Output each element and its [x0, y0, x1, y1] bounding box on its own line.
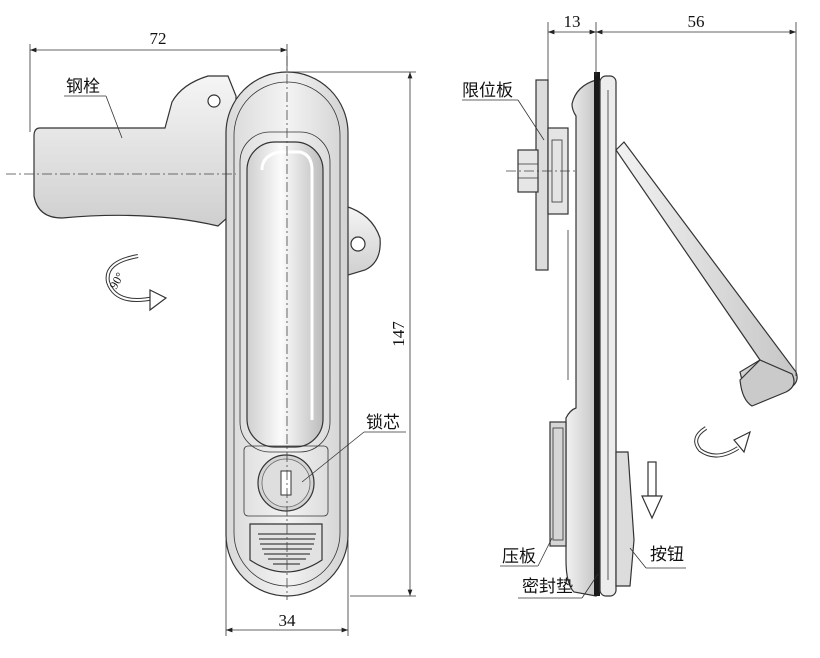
dim-72-label: 72	[150, 29, 167, 48]
button-side	[615, 451, 635, 587]
rotation-arrow: 90°	[105, 254, 168, 312]
dim-13: 13	[547, 12, 597, 130]
lock-area	[243, 445, 329, 517]
housing-side	[565, 79, 597, 597]
label-button: 按钮	[629, 545, 686, 569]
handle-arm	[615, 141, 798, 401]
dim-34: 34	[225, 540, 349, 636]
bolt-hole	[207, 94, 221, 108]
button-label: 按钮	[650, 545, 684, 565]
push-arrow	[641, 461, 663, 520]
handle-tip	[739, 359, 795, 407]
handle	[246, 141, 324, 448]
pressure-plate-label: 压板	[502, 547, 536, 567]
dim-56: 56	[596, 12, 797, 376]
dim-147-label: 147	[389, 321, 408, 347]
lock-core-label: 锁芯	[366, 413, 400, 433]
limit-plate-label: 限位板	[462, 81, 513, 101]
door-panel	[594, 72, 600, 596]
handle-highlight	[260, 150, 314, 420]
label-lock-core: 锁芯	[301, 413, 406, 483]
front-view: 90° 72 147 34 钢栓	[6, 29, 416, 636]
dim-147: 147	[290, 71, 416, 597]
side-view: 13 56 限位板 压板 密封垫 按钮	[462, 12, 798, 599]
steel-bolt	[33, 75, 237, 227]
ear-hole	[350, 236, 366, 252]
dim-34-label: 34	[279, 611, 297, 630]
label-steel-bolt: 钢栓	[64, 77, 123, 139]
seal-label: 密封垫	[522, 577, 573, 597]
label-seal: 密封垫	[518, 573, 599, 599]
dim-13-label: 13	[564, 12, 581, 31]
steel-bolt-label: 钢栓	[66, 77, 100, 97]
dim-72: 72	[29, 29, 288, 132]
label-limit-plate: 限位板	[462, 81, 545, 141]
pressure-plate-inner	[552, 427, 564, 541]
handle-recess	[239, 131, 331, 453]
key-slot	[280, 470, 292, 496]
push-button	[249, 523, 323, 573]
dim-56-label: 56	[688, 12, 705, 31]
pressure-plate	[549, 421, 567, 547]
label-pressure-plate: 压板	[500, 537, 553, 567]
side-rotation-arrow	[694, 426, 751, 458]
